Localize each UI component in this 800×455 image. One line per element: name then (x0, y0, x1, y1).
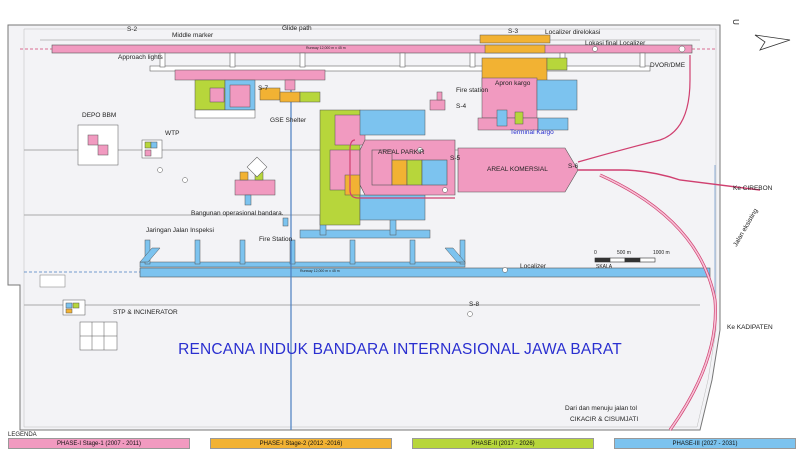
fire-station-label: Fire station (456, 87, 489, 94)
scale-1000-label: 1000 m (653, 250, 670, 256)
approach-lights-label: Approach lights (118, 54, 163, 61)
runway-north-label: Runway 12,000 m x 45 m (306, 46, 346, 50)
wtp-label: WTP (165, 130, 180, 137)
taxiway-south (139, 261, 466, 268)
areal-komersial-zone (457, 147, 579, 193)
s5-label: S-5 (450, 155, 461, 162)
north-label: U (730, 19, 740, 25)
s2-label: S-2 (127, 26, 138, 33)
jaringan-jalan-label: Jaringan Jalan Inspeksi (146, 227, 214, 234)
scale-0-label: 0 (594, 250, 597, 256)
runway-extension-orange (484, 44, 546, 54)
north-arrow (754, 34, 791, 51)
localizer-label: Localizer (520, 263, 547, 270)
depo-bbm-label: DEPO BBM (82, 112, 117, 119)
legend-phase1-stage2-label: PHASE-I Stage-2 (2012 -2016) (259, 440, 343, 447)
legend-phase1-stage2: PHASE-I Stage-2 (2012 -2016) (210, 438, 392, 449)
runway-south (139, 267, 711, 278)
dvor-dme-label: DVOR/DME (650, 62, 686, 69)
s7-label: S-7 (258, 85, 269, 92)
scale-500-label: 500 m (617, 250, 631, 256)
gse-shelter-label: GSE Shelter (270, 117, 307, 124)
legend-phase1-stage1-label: PHASE-I Stage-1 (2007 - 2011) (57, 440, 141, 447)
terminal-kargo-label: Terminal Kargo (510, 129, 554, 136)
areal-parkir-label: AREAL PARKIR (378, 149, 425, 156)
s4-label: S-4 (456, 103, 467, 110)
map-title: RENCANA INDUK BANDARA INTERNASIONAL JAWA… (178, 341, 622, 358)
s3-label: S-3 (508, 28, 519, 35)
middle-marker-label: Middle marker (172, 32, 214, 39)
airport-boundary (7, 24, 721, 431)
ke-cirebon-label: Ke CIREBON (733, 185, 773, 192)
legend-phase3-label: PHASE-III (2027 - 2031) (672, 440, 738, 447)
legend-phase3: PHASE-III (2027 - 2031) (614, 438, 796, 449)
stp-incinerator-label: STP & INCINERATOR (113, 309, 178, 316)
s6-label: S-6 (568, 163, 579, 170)
cikacir-label: CIKACIR & CISUMJATI (570, 416, 639, 423)
fire-station-2-label: Fire Station (259, 236, 293, 243)
localizer-direlokasi-label: Localizer direlokasi (545, 29, 601, 36)
areal-komersial-label: AREAL KOMERSIAL (487, 166, 548, 173)
bangunan-operasional-label: Bangunan operasional bandara. (191, 210, 284, 217)
s8-label: S-8 (469, 301, 480, 308)
legend-phase2: PHASE-II (2017 - 2026) (412, 438, 594, 449)
lokasi-final-localizer-label: Lokasi final Localizer (585, 40, 646, 47)
skala-label: SKALA (596, 264, 613, 270)
ke-kadipaten-label: Ke KADIPATEN (727, 324, 773, 331)
legend-phase2-label: PHASE-II (2017 - 2026) (471, 440, 535, 447)
dari-menuju-label: Dari dan menuju jalan tol (565, 405, 637, 412)
apron-kargo-label: Apron kargo (495, 80, 531, 87)
legend-phase1-stage1: PHASE-I Stage-1 (2007 - 2011) (8, 438, 190, 449)
runway-south-label: Runway 12,000 m x 45 m (300, 269, 340, 273)
legend-title: LEGENDA (8, 432, 37, 438)
glide-path-label: Glide path (282, 25, 312, 32)
airport-inner-boundary (23, 28, 717, 428)
